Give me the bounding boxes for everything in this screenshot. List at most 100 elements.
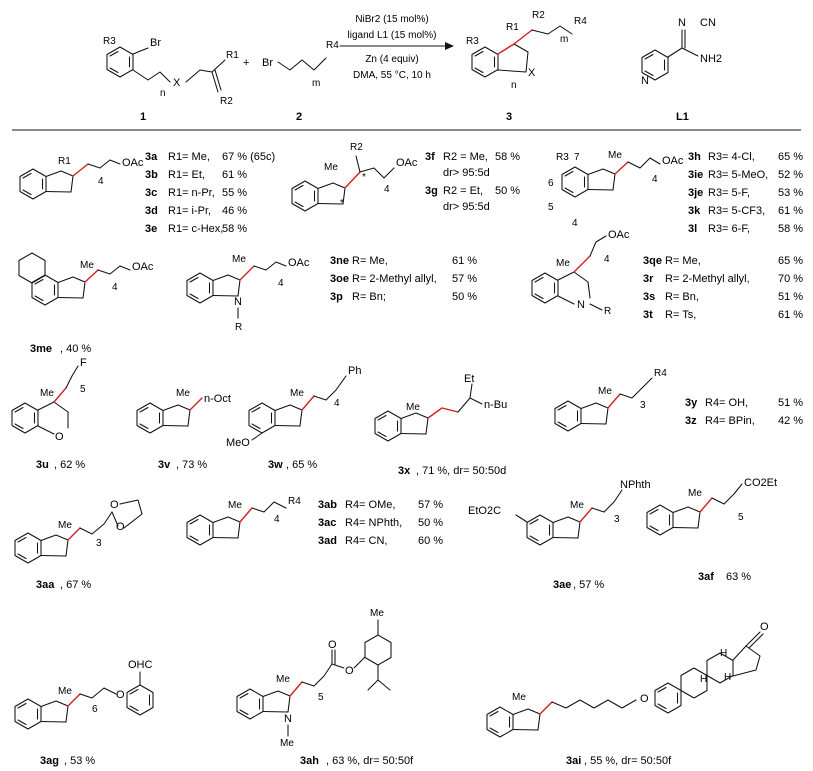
pyridine-n: N [641,75,649,87]
position-5: 5 [548,202,554,213]
svg-text:R4= BPin,: R4= BPin, [705,415,755,427]
chain-length: 3 [640,400,646,411]
ketone-o: O [760,621,769,633]
oac-label: OAc [288,257,310,269]
svg-text:55 %: 55 % [222,187,247,199]
plus-sign: + [243,57,249,69]
o1-atom: O [328,639,337,651]
svg-text:3ie: 3ie [688,169,703,181]
me-label: Me [290,388,304,399]
svg-text:3r: 3r [643,273,654,285]
svg-text:R3= 5-F,: R3= 5-F, [708,187,750,199]
svg-text:R1= c-Hex,: R1= c-Hex, [168,223,223,235]
position-7: 7 [574,152,580,163]
chain-length: 4 [98,176,104,187]
me-label: Me [80,260,94,271]
chain-length: 4 [652,174,658,185]
r-label: R [235,322,242,333]
svg-text:58 %: 58 % [778,223,803,235]
svg-text:R4= OH,: R4= OH, [705,397,748,409]
me-label: Me [570,500,584,511]
svg-text:51 %: 51 % [778,397,803,409]
svg-text:R3= 4-Cl,: R3= 4-Cl, [708,151,755,163]
r2-label: R2 [220,96,233,107]
r2-label: R2 [532,10,545,21]
condition-3: Zn (4 equiv) [365,54,418,65]
compound-3af: Me CO2Et 5 3af 63 % [646,477,777,583]
position-6: 6 [548,178,554,189]
svg-text:R= 2-Methyl allyl,: R= 2-Methyl allyl, [665,273,750,285]
compound-yield: , 55 %, dr= 50:50f [584,755,672,767]
svg-text:65 %: 65 % [778,151,803,163]
svg-text:R3= 6-F,: R3= 6-F, [708,223,750,235]
compound-3ai: Me O O H H H 3ai , 55 %, dr= 50:50f [486,621,769,767]
svg-text:R2 = Me,: R2 = Me, [443,151,488,163]
o1-atom: O [110,499,119,511]
x-label: X [173,77,181,89]
o-atom: O [640,693,649,705]
me-label: Me [232,254,246,265]
compound-3ae: EtO2C Me NPhth 3 3ae , 57 % [468,479,651,591]
compound-yield: , 71 %, dr= 50:50d [416,465,506,477]
me-label: Me [556,258,570,269]
svg-text:57 %: 57 % [418,499,443,511]
compound-label: 3w [268,459,283,471]
compound-3aa: Me 3 O O 3aa , 67 % [14,499,143,591]
compound-3w: MeO Me Ph 4 3w , 65 % [226,365,361,471]
svg-text:52 %: 52 % [778,169,803,181]
compound-yield: , 65 % [286,459,317,471]
compound-group-3n-3p: N R Me OAc 4 [186,254,310,333]
svg-text:61 %: 61 % [778,309,803,321]
o2-atom: O [116,521,125,533]
n-label: n [160,88,166,99]
r3-label: R3 [466,36,479,47]
stereo-mark: * [340,198,344,209]
chain-length: 3 [614,514,620,525]
n-label: n [511,80,517,91]
svg-text:R4= OMe,: R4= OMe, [345,499,395,511]
ph-label: Ph [348,365,361,377]
svg-text:50 %: 50 % [418,517,443,529]
compound-yield: , 63 %, dr= 50:50f [326,755,414,767]
svg-text:3s: 3s [643,291,655,303]
me-label: Me [58,520,72,531]
svg-text:67 % (65c): 67 % (65c) [222,151,275,163]
compound-label: 3u [36,459,49,471]
svg-text:46 %: 46 % [222,205,247,217]
chain-length: 4 [334,398,340,409]
chain-length: 4 [278,278,284,289]
svg-text:3t: 3t [643,309,653,321]
me-label: Me [406,402,420,413]
cn-label: CN [700,17,716,29]
ligand-l1: N N CN NH2 L1 [641,17,722,123]
f-label: F [80,357,87,369]
compound-3u: O Me F 5 3u , 62 % [11,357,87,471]
compound-group-3ab-3ad: Me R4 4 [186,496,301,546]
svg-text:R= Bn,: R= Bn, [665,291,699,303]
oac-label: OAc [608,229,630,241]
chain-length: 5 [80,384,86,395]
h-label: H [724,672,731,683]
svg-text:50 %: 50 % [452,291,477,303]
x-label: X [528,67,536,79]
svg-text:R1= Me,: R1= Me, [168,151,210,163]
m-label: m [560,34,568,45]
compound-group-3h-3l: Me OAc 4 R3 7 6 5 4 [548,150,684,229]
oac-label: OAc [396,157,418,169]
compound-group-3y-3z: Me R4 3 [554,368,667,432]
